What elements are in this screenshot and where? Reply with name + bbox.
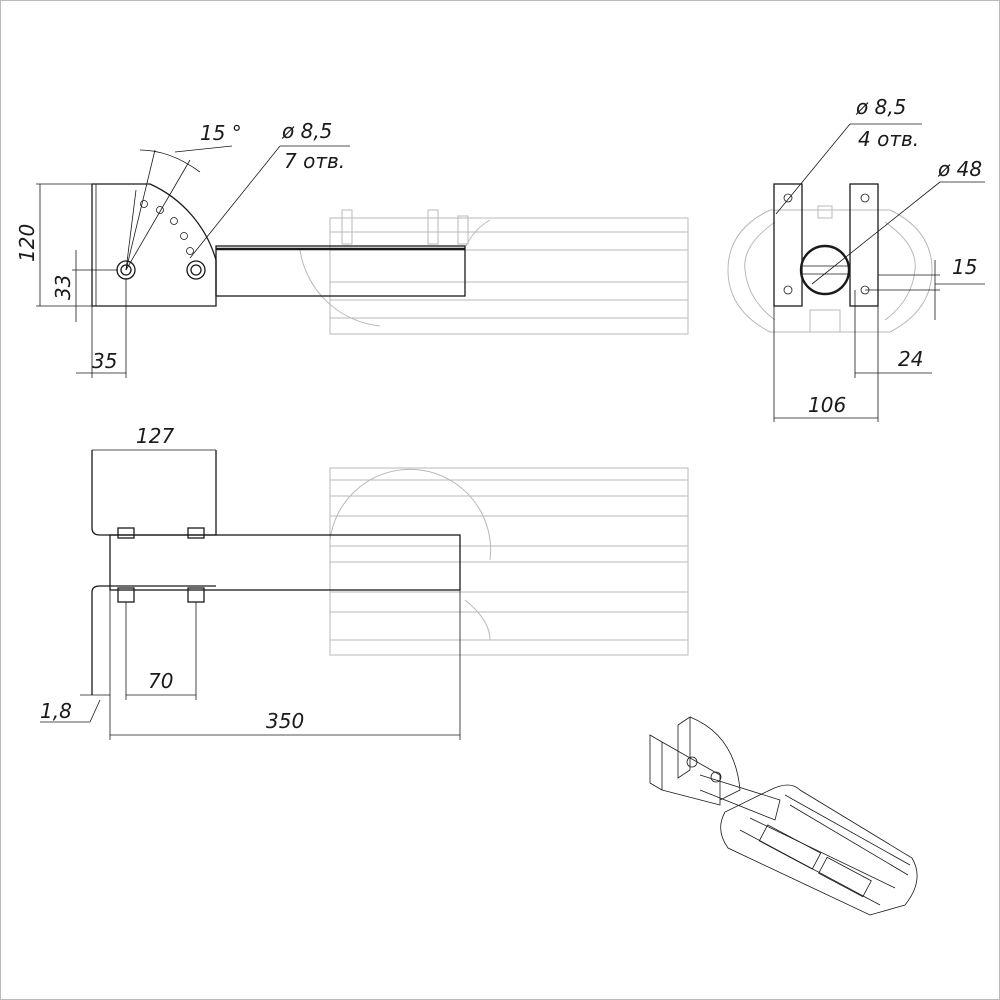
top-view: 127 70 1,8 350 bbox=[40, 424, 689, 740]
lamp-end-ghost bbox=[727, 205, 933, 333]
pipe-diameter-label: ø 48 bbox=[937, 157, 982, 181]
width-label: 106 bbox=[808, 393, 846, 417]
bolt-offset-label: 35 bbox=[92, 349, 117, 373]
arm bbox=[109, 534, 461, 591]
arm bbox=[215, 245, 466, 297]
hole-count-label: 4 отв. bbox=[858, 127, 919, 151]
lamp-ghost bbox=[329, 467, 689, 656]
hole-diameter-label: ø 8,5 bbox=[281, 119, 332, 143]
hole-spacing-label: 24 bbox=[898, 347, 923, 371]
bracket-width-label: 127 bbox=[136, 424, 174, 448]
pipe bbox=[799, 244, 851, 296]
hole-count-label: 7 отв. bbox=[284, 149, 345, 173]
plate-left bbox=[773, 183, 803, 307]
isometric-view bbox=[649, 716, 918, 916]
bolt-icon bbox=[186, 260, 206, 280]
bolt-spacing-label: 70 bbox=[148, 669, 173, 693]
plate-right bbox=[849, 183, 879, 307]
angle-label: 15 ° bbox=[200, 121, 242, 145]
side-view: 15 ° ø 8,5 7 отв. 120 33 35 bbox=[15, 119, 689, 378]
end-view: ø 8,5 4 отв. ø 48 15 24 106 bbox=[727, 95, 985, 422]
hole-edge-label: 15 bbox=[952, 255, 977, 279]
holes bbox=[140, 200, 194, 255]
bracket-top bbox=[91, 450, 217, 536]
bracket-flange bbox=[91, 585, 216, 695]
height-label: 120 bbox=[15, 224, 39, 262]
lamp-ghost bbox=[299, 209, 689, 335]
bolt-height-label: 33 bbox=[51, 275, 75, 300]
arm-length-label: 350 bbox=[266, 709, 304, 733]
hole-diameter-label: ø 8,5 bbox=[855, 95, 906, 119]
thickness-label: 1,8 bbox=[40, 699, 72, 723]
